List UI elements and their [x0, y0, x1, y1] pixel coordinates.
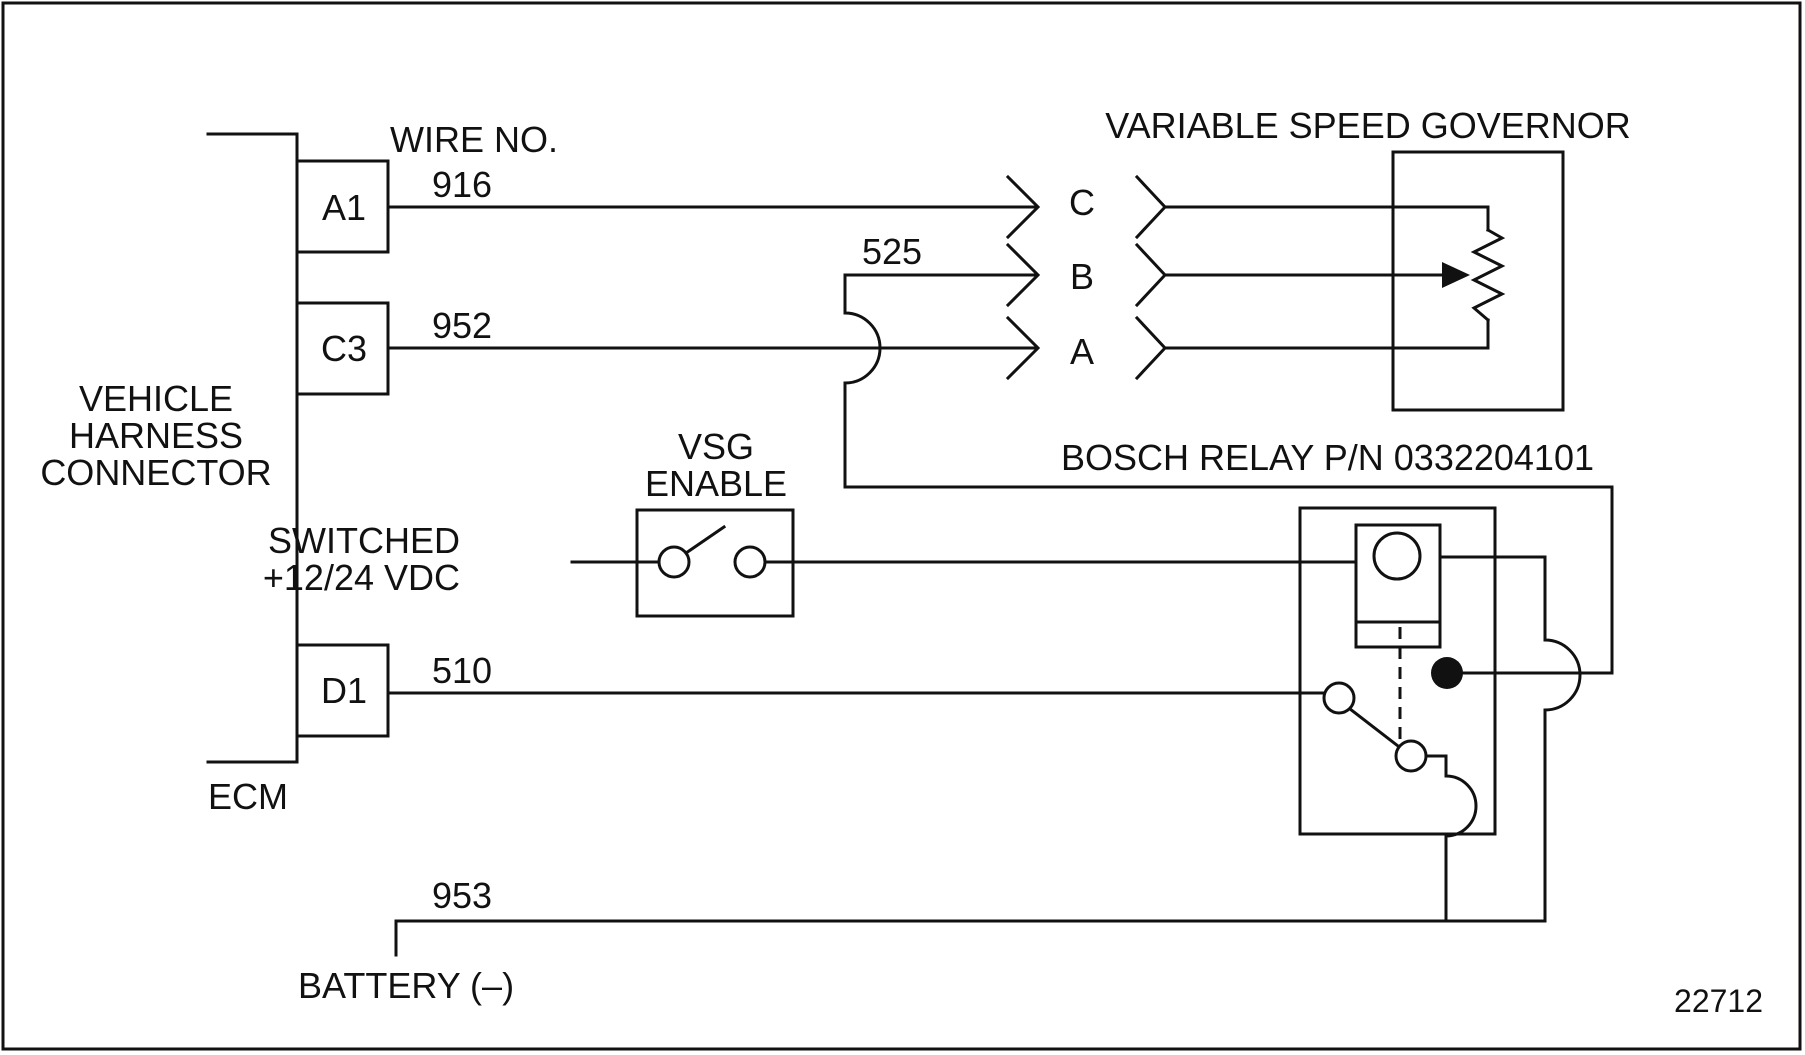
vsg-box — [1391, 150, 1565, 412]
coil-ground-wire — [1438, 555, 1582, 923]
pole-ground-wire — [1424, 754, 1478, 923]
potentiometer-resistor — [1470, 227, 1506, 323]
figure-number: 22712 — [1674, 983, 1763, 1019]
receptacle-a — [1134, 315, 1168, 381]
pin-a1-box — [295, 159, 390, 254]
vsg-pin-a: A — [1070, 331, 1094, 372]
relay-coil-icon — [1372, 531, 1422, 581]
switch-label-line2: ENABLE — [645, 463, 787, 504]
vsg-pin-b: B — [1070, 256, 1094, 297]
wire-no-label: WIRE NO. — [390, 119, 558, 160]
wire-510-label: 510 — [432, 650, 492, 691]
relay-pole-contact — [1394, 739, 1428, 773]
pin-c3-label: C3 — [321, 328, 367, 369]
connector-label-line3: CONNECTOR — [40, 452, 271, 493]
switch-label-line1: VSG — [678, 426, 754, 467]
plug-b-arrow — [1005, 242, 1041, 308]
switch-contact-right — [733, 545, 767, 579]
wire-952-label: 952 — [432, 305, 492, 346]
potentiometer-wiper-arrow — [1442, 262, 1470, 288]
wire-953-label: 953 — [432, 875, 492, 916]
connector-label-line2: HARNESS — [69, 415, 243, 456]
vsg-wire-a — [1163, 318, 1490, 350]
vsg-pin-c: C — [1069, 182, 1095, 223]
pin-a1-label: A1 — [322, 187, 366, 228]
wire-525-label: 525 — [862, 231, 922, 272]
ecm-label: ECM — [208, 776, 288, 817]
relay-label: BOSCH RELAY P/N 0332204101 — [1061, 437, 1594, 478]
relay-switch-blade — [1347, 706, 1401, 749]
battery-label: BATTERY (–) — [298, 965, 514, 1006]
supply-label-line1: SWITCHED — [268, 520, 460, 561]
relay-box — [1298, 506, 1497, 836]
vsg-wire-c — [1163, 205, 1490, 232]
wire-525 — [843, 273, 1614, 675]
receptacle-b — [1134, 242, 1168, 308]
vsg-title: VARIABLE SPEED GOVERNOR — [1105, 105, 1630, 146]
connector-label-line1: VEHICLE — [79, 378, 233, 419]
plug-c-arrow — [1005, 174, 1041, 240]
supply-label-line2: +12/24 VDC — [263, 557, 460, 598]
receptacle-c — [1134, 174, 1168, 240]
switch-blade — [683, 524, 727, 556]
ecm-connector-outline — [206, 132, 299, 764]
pin-d1-box — [295, 643, 390, 738]
relay-com-contact — [1322, 681, 1356, 715]
pin-d1-label: D1 — [321, 670, 367, 711]
relay-coil-box — [1354, 523, 1442, 649]
switch-contact-left — [657, 545, 691, 579]
wire-916-label: 916 — [432, 164, 492, 205]
relay-nc-contact-dot — [1431, 657, 1463, 689]
plug-a-arrow — [1005, 315, 1041, 381]
wire-953 — [394, 919, 1547, 957]
